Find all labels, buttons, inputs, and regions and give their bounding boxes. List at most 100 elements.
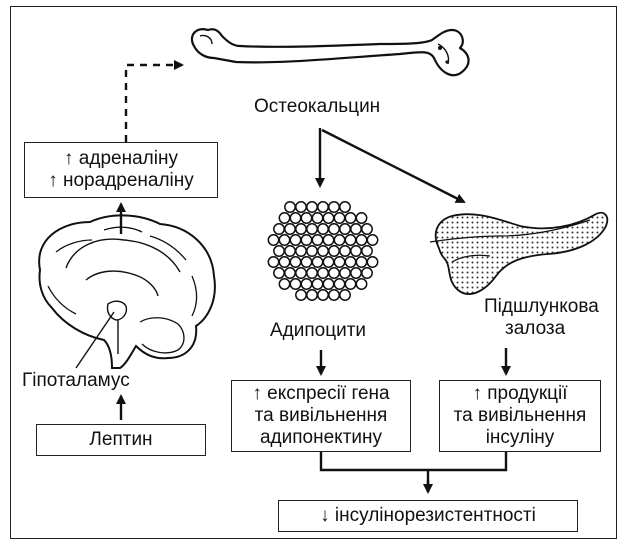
- adrenaline-line1: ↑ адреналіну: [64, 148, 178, 170]
- adipocyte-cell: [356, 213, 366, 223]
- adipocyte-cell: [301, 235, 311, 245]
- adipocyte-cell: [356, 279, 366, 289]
- adipocyte-cell: [301, 279, 311, 289]
- resistance-text: ↓ інсулінорезистентності: [320, 505, 536, 527]
- adiponectin-box: ↑ експресії гена та вивільнення адипонек…: [231, 380, 411, 452]
- adipocyte-cell: [334, 213, 344, 223]
- adipocyte-cell: [312, 213, 322, 223]
- adipocyte-cell: [351, 268, 361, 278]
- adipocyte-cell: [307, 202, 317, 212]
- adipocyte-cell: [323, 279, 333, 289]
- adipocyte-cell: [296, 246, 306, 256]
- insulin-line1: ↑ продукції: [472, 383, 567, 405]
- adipocyte-cell: [296, 268, 306, 278]
- adipocyte-cell: [367, 257, 377, 267]
- adipocyte-cell: [274, 268, 284, 278]
- insulin-line3: інсуліну: [486, 427, 555, 449]
- adipocyte-cell: [268, 257, 278, 267]
- bone-illustration: [192, 29, 469, 75]
- adipocyte-cell: [356, 235, 366, 245]
- adipocyte-cell: [329, 224, 339, 234]
- adipocyte-cell: [351, 224, 361, 234]
- adipocyte-cell: [318, 224, 328, 234]
- adipocyte-cell: [334, 235, 344, 245]
- adipocyte-cell: [274, 246, 284, 256]
- adipocyte-cell: [329, 268, 339, 278]
- adipocyte-cell: [285, 202, 295, 212]
- adipocyte-cell: [318, 268, 328, 278]
- adipocyte-cell: [334, 279, 344, 289]
- adrenaline-box: ↑ адреналіну ↑ норадреналіну: [24, 142, 218, 198]
- adiponectin-line1: ↑ експресії гена: [252, 383, 389, 405]
- insulin-line2: та вивільнення: [454, 405, 587, 427]
- adipocyte-cell: [307, 268, 317, 278]
- adipocyte-cell: [285, 224, 295, 234]
- adipocyte-cell: [279, 213, 289, 223]
- adipocyte-cell: [351, 246, 361, 256]
- adipocyte-cell: [312, 235, 322, 245]
- brain-illustration: [39, 215, 215, 368]
- adipocyte-cell: [345, 213, 355, 223]
- adipocyte-cell: [340, 202, 350, 212]
- adiponectin-line2: та вивільнення: [255, 405, 388, 427]
- adipocyte-cell: [279, 279, 289, 289]
- leptin-box: Лептин: [36, 424, 206, 456]
- adrenaline-line2: ↑ норадреналіну: [48, 170, 194, 192]
- adipocyte-cell: [307, 246, 317, 256]
- adipocyte-cell: [296, 224, 306, 234]
- adipocyte-cell: [340, 268, 350, 278]
- adipocyte-cell: [301, 213, 311, 223]
- adipocyte-cell: [274, 224, 284, 234]
- adipocyte-cell: [279, 235, 289, 245]
- adipocyte-cell: [279, 257, 289, 267]
- adipocyte-cell: [329, 202, 339, 212]
- adipocyte-cell: [318, 290, 328, 300]
- leptin-text: Лептин: [89, 429, 152, 451]
- adipocyte-cell: [290, 279, 300, 289]
- adipocytes-label: Адипоцити: [270, 320, 366, 342]
- adipocyte-cell: [329, 290, 339, 300]
- connector-boxes-to-resistance: [321, 450, 506, 492]
- pancreas-label-line1: Підшлункова: [484, 296, 599, 318]
- insulin-box: ↑ продукції та вивільнення інсуліну: [439, 380, 601, 452]
- adipocyte-cell: [290, 213, 300, 223]
- adiponectin-line3: адипонектину: [260, 427, 382, 449]
- adipocyte-cell: [312, 257, 322, 267]
- pancreas-illustration: [430, 213, 607, 294]
- adipocyte-cell: [307, 290, 317, 300]
- adipocyte-cell: [356, 257, 366, 267]
- adipocyte-cell: [334, 257, 344, 267]
- resistance-box: ↓ інсулінорезистентності: [278, 500, 578, 532]
- adipocyte-cell: [340, 246, 350, 256]
- adipocyte-cell: [345, 235, 355, 245]
- arrow-adrenaline-to-bone: [126, 65, 182, 142]
- adipocyte-cell: [340, 290, 350, 300]
- adipocyte-cell: [329, 246, 339, 256]
- adipocyte-cell: [323, 257, 333, 267]
- adipocyte-cell: [296, 290, 306, 300]
- adipocyte-cell: [285, 268, 295, 278]
- adipocyte-cell: [296, 202, 306, 212]
- adipocyte-cell: [362, 268, 372, 278]
- adipocyte-cell: [345, 279, 355, 289]
- adipocyte-cell: [323, 213, 333, 223]
- hypothalamus-label: Гіпоталамус: [22, 370, 130, 392]
- osteocalcin-label: Остеокальцин: [254, 96, 380, 118]
- adipocyte-cell: [345, 257, 355, 267]
- adipocyte-cell: [367, 235, 377, 245]
- adipocyte-cell: [323, 235, 333, 245]
- adipocyte-cell: [318, 246, 328, 256]
- adipocyte-cell: [307, 224, 317, 234]
- adipocyte-cell: [312, 279, 322, 289]
- adipocyte-cell: [268, 235, 278, 245]
- adipocyte-cell: [290, 257, 300, 267]
- adipocyte-cell: [362, 224, 372, 234]
- adipocytes-illustration: [268, 202, 377, 300]
- pancreas-label-line2: залоза: [505, 318, 565, 340]
- adipocyte-cell: [290, 235, 300, 245]
- adipocyte-cell: [318, 202, 328, 212]
- adipocyte-cell: [362, 246, 372, 256]
- adipocyte-cell: [301, 257, 311, 267]
- adipocyte-cell: [285, 246, 295, 256]
